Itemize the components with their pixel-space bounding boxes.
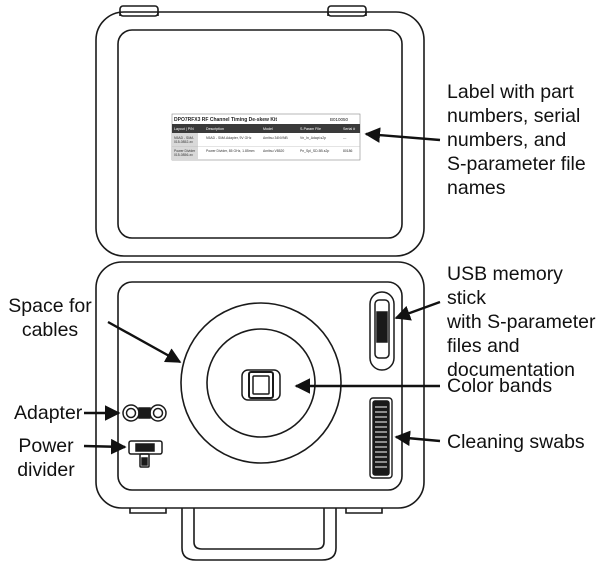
kit-label-header bbox=[172, 124, 360, 133]
kit-label-title: DPO7RFX3 RF Channel Timing De-skew Kit bbox=[174, 117, 277, 123]
kit-label-cell: 015-0852-xx bbox=[174, 140, 193, 144]
callout-space-for-cables: Space for cables bbox=[8, 295, 92, 341]
arrow-to-power-divider bbox=[83, 438, 127, 455]
case-handle bbox=[181, 508, 337, 561]
arrow-to-cable-space bbox=[107, 320, 182, 364]
arrow-to-usb-stick bbox=[394, 300, 441, 321]
kit-label-cell: Anritsu V8520 bbox=[263, 149, 284, 153]
kit-label-column-header: Description bbox=[206, 127, 224, 131]
cable-space-outer-ring bbox=[180, 302, 342, 464]
cleaning-swabs-pack bbox=[369, 397, 393, 479]
color-bands-holder bbox=[241, 369, 281, 401]
kit-label: DPO7RFX3 RF Channel Timing De-skew Kit B… bbox=[171, 113, 361, 161]
callout-label-info: Label with part numbers, serial numbers,… bbox=[447, 81, 586, 199]
kit-label-cell: N5AD - SMA Adapter, 9V GHz bbox=[206, 136, 252, 140]
kit-label-cell: Pn_Spl_SD-5B.s2p bbox=[300, 149, 329, 153]
case-lid bbox=[95, 5, 425, 257]
kit-label-cell: Vn_In_Adapt.s2p bbox=[300, 136, 326, 140]
lid-hinge-tab-right bbox=[327, 5, 367, 17]
callout-power-divider: Power divider bbox=[17, 435, 75, 481]
callout-adapter: Adapter bbox=[14, 402, 83, 424]
kit-label-cell: N5AD - SMA bbox=[174, 136, 194, 140]
arrow-to-swabs bbox=[394, 430, 441, 447]
callout-usb-stick: USB memory stick with S-parameter files … bbox=[447, 263, 596, 381]
kit-label-column-header: Serial # bbox=[343, 127, 355, 131]
kit-label-column-header: Model bbox=[263, 127, 273, 131]
cable-space-inner-ring bbox=[206, 328, 316, 438]
kit-label-cell: Power Divider bbox=[174, 149, 196, 153]
adapter-part bbox=[122, 404, 167, 422]
kit-label-column-header: S-Param File bbox=[300, 127, 321, 131]
lid-hinge-tab-left bbox=[119, 5, 159, 17]
callout-color-bands: Color bands bbox=[447, 375, 553, 397]
arrow-to-label bbox=[364, 127, 441, 143]
kit-label-column-header: Layout | P/N bbox=[174, 127, 194, 131]
kit-label-cell: 80186 bbox=[343, 149, 353, 153]
kit-label-cell: Power Divider, 85 GHz, 1.85mm bbox=[206, 149, 255, 153]
lid-inner-panel bbox=[117, 29, 403, 239]
callout-cleaning-swabs: Cleaning swabs bbox=[447, 431, 585, 453]
power-divider-part bbox=[128, 440, 163, 468]
cable-space bbox=[180, 302, 342, 464]
usb-memory-stick bbox=[369, 291, 395, 371]
kit-label-cell: --- bbox=[343, 136, 346, 140]
callout-arrows bbox=[83, 127, 441, 455]
kit-label-cell: Anritsu 34NVNB bbox=[263, 136, 288, 140]
lid-outer-shell bbox=[95, 11, 425, 257]
kit-label-cell: 015-0856-xx bbox=[174, 153, 193, 157]
kit-label-number: B010050 bbox=[330, 117, 349, 122]
